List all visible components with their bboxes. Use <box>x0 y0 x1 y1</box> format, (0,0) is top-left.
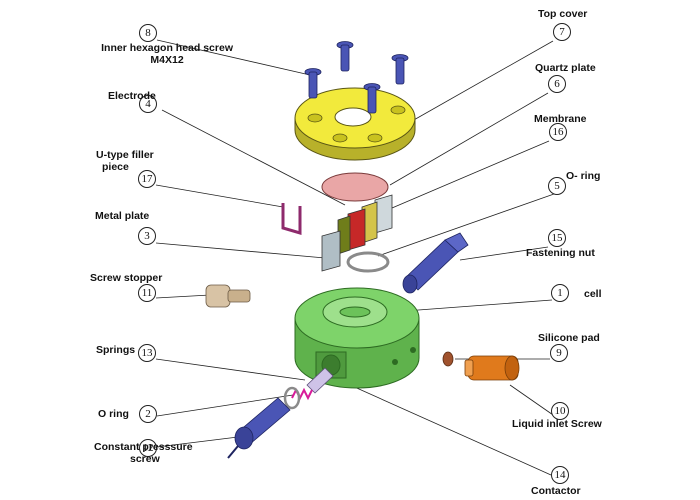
label-17-line2: piece <box>102 161 129 173</box>
callout-2: 2 <box>139 405 157 423</box>
label-liquid-inlet-screw: Liquid inlet Screw <box>512 418 602 430</box>
fastening-nut-part <box>402 232 469 294</box>
label-top-cover: Top cover <box>538 8 588 20</box>
label-metal-plate: Metal plate <box>95 210 150 222</box>
callout-3: 3 <box>138 227 156 245</box>
label-u-type-filler: U-type filler piece <box>96 149 154 173</box>
constant-pressure-screw-part <box>227 397 291 459</box>
label-o-ring-bottom: O ring <box>98 408 129 420</box>
callout-4: 4 <box>139 95 157 113</box>
callout-6: 6 <box>548 75 566 93</box>
label-quartz-plate: Quartz plate <box>535 62 596 74</box>
leader-line-8 <box>156 39 311 76</box>
callout-5: 5 <box>548 177 566 195</box>
callout-7: 7 <box>553 23 571 41</box>
label-cell: cell <box>584 288 602 300</box>
leader-line-1 <box>404 299 553 312</box>
callout-14: 14 <box>551 466 569 484</box>
silicone-pad-part <box>442 351 454 367</box>
top-cover-part <box>294 87 416 161</box>
leader-line-14 <box>349 384 552 476</box>
o-ring-bottom-part <box>283 386 301 410</box>
plate-stack-part <box>321 194 393 272</box>
screw-stopper-part <box>205 284 251 308</box>
callout-11: 11 <box>138 284 156 302</box>
leader-line-12 <box>156 436 239 448</box>
label-17-line1: U-type filler <box>96 149 154 161</box>
label-contactor: Contactor <box>531 485 581 497</box>
callout-1: 1 <box>551 284 569 302</box>
leader-line-2 <box>156 394 294 417</box>
leader-line-11 <box>155 294 211 299</box>
leader-line-4 <box>161 109 346 206</box>
callout-15: 15 <box>548 229 566 247</box>
label-inner-hexagon-screw: Inner hexagon head screw M4X12 <box>101 42 233 66</box>
label-springs: Springs <box>96 344 136 356</box>
hex-screws-part <box>304 41 409 114</box>
label-12-line2: screw <box>130 453 160 465</box>
springs-part <box>291 387 313 401</box>
callout-8: 8 <box>139 24 157 42</box>
callout-12: 12 <box>139 439 157 457</box>
label-12-line1: Constant presssure <box>94 441 193 453</box>
cell-body-part <box>294 287 420 389</box>
label-constant-pressure-screw: Constant presssure screw <box>94 441 193 465</box>
label-o-ring-top: O- ring <box>566 170 601 182</box>
callout-13: 13 <box>138 344 156 362</box>
u-filler-part <box>281 203 302 236</box>
callout-9: 9 <box>550 344 568 362</box>
label-membrane: Membrane <box>534 113 587 125</box>
label-8-line2: M4X12 <box>150 54 184 66</box>
leader-line-3 <box>155 242 326 259</box>
callout-17: 17 <box>138 170 156 188</box>
leader-line-13 <box>155 358 306 381</box>
label-fastening-nut: Fastening nut <box>526 247 595 259</box>
liquid-inlet-screw-part <box>464 355 520 381</box>
label-electrode: Electrode <box>108 90 156 102</box>
label-screw-stopper: Screw stopper <box>90 272 163 284</box>
leader-line-7 <box>404 40 554 126</box>
leader-line-15 <box>459 246 549 261</box>
leader-lines <box>155 39 557 476</box>
callout-10: 10 <box>551 402 569 420</box>
callout-16: 16 <box>549 123 567 141</box>
leader-line-17 <box>155 184 284 208</box>
o-ring-top-part <box>346 251 390 273</box>
label-8-line1: Inner hexagon head screw <box>101 42 233 54</box>
leader-line-10 <box>509 384 557 418</box>
leader-line-16 <box>391 140 550 209</box>
leader-line-5 <box>377 193 555 257</box>
label-silicone-pad: Silicone pad <box>538 332 600 344</box>
leader-line-6 <box>389 92 549 186</box>
quartz-plate-part <box>321 172 389 202</box>
